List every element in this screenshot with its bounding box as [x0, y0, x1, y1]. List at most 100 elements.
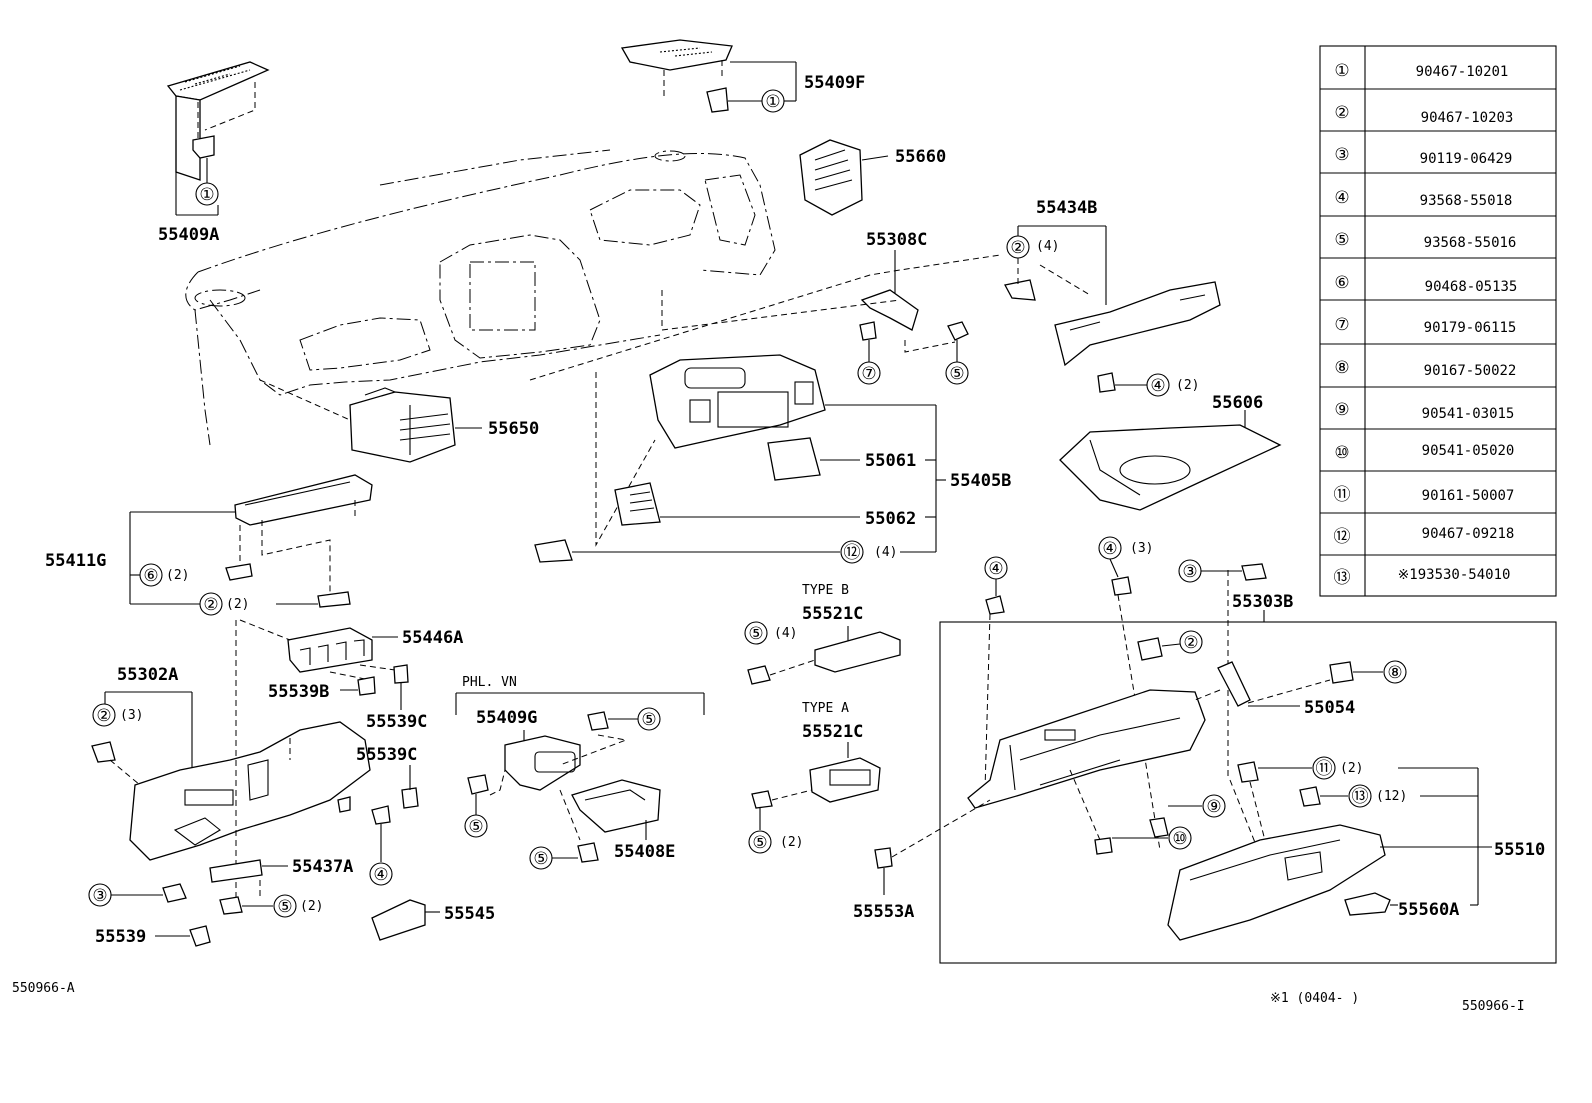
- table-part-8: 90167-50022: [1424, 363, 1517, 379]
- part-55606-group: 55606: [1059, 393, 1282, 511]
- callout-5-c: ⑤: [468, 817, 483, 837]
- callout-1-a: ①: [199, 185, 214, 205]
- callout-12: ⑫: [844, 543, 861, 563]
- callout-4-a-qty: (2): [1176, 378, 1199, 393]
- part-55411G-group: 55411G ⑥ (2) ② (2): [45, 474, 373, 616]
- callout-4-b: ④: [373, 865, 388, 885]
- callout-5-e: ⑤: [533, 849, 548, 869]
- callout-5-a: ⑤: [277, 897, 292, 917]
- callout-5-f-qty: (4): [774, 626, 797, 641]
- callout-2-b: ②: [203, 595, 218, 615]
- callout-13-qty: (12): [1376, 789, 1407, 804]
- callout-6-qty: (2): [166, 568, 189, 583]
- note-type-b: TYPE B: [802, 583, 849, 598]
- table-ref-5: ⑤: [1334, 230, 1349, 250]
- callout-5-f: ⑤: [748, 624, 763, 644]
- label-55409A: 55409A: [158, 225, 219, 245]
- callout-2-a: ②: [1010, 238, 1025, 258]
- label-55539C-b: 55539C: [356, 745, 417, 765]
- label-55553A: 55553A: [853, 902, 914, 922]
- table-ref-6: ⑥: [1334, 273, 1349, 293]
- table-part-10: 90541-05020: [1422, 443, 1515, 459]
- callout-5-a-qty: (2): [300, 899, 323, 914]
- callout-4-d: ④: [1102, 539, 1117, 559]
- table-part-7: 90179-06115: [1424, 320, 1517, 336]
- table-ref-13: ⑬: [1334, 568, 1351, 588]
- callout-11-qty: (2): [1340, 761, 1363, 776]
- table-ref-4: ④: [1334, 188, 1349, 208]
- table-part-3: 90119-06429: [1420, 151, 1513, 167]
- label-55521C-b: 55521C: [802, 604, 863, 624]
- table-part-2: 90467-10203: [1421, 110, 1514, 126]
- label-55308C: 55308C: [866, 230, 927, 250]
- table-ref-10: ⑩: [1334, 443, 1349, 463]
- callout-11: ⑪: [1316, 759, 1333, 779]
- ref-code-left: 550966-A: [12, 981, 75, 996]
- callout-3-a: ③: [92, 886, 107, 906]
- callout-5-g-qty: (2): [780, 835, 803, 850]
- callout-5-g: ⑤: [752, 833, 767, 853]
- label-55405B: 55405B: [950, 471, 1011, 491]
- callout-6: ⑥: [143, 566, 158, 586]
- part-55650-group: 55650: [259, 379, 539, 463]
- callout-5-d: ⑤: [949, 364, 964, 384]
- part-PHL-VN-group: PHL. VN 55409G ⑤ ⑤ ⑤ 55408E: [455, 675, 705, 870]
- table-ref-12: ⑫: [1334, 527, 1351, 547]
- label-55650: 55650: [488, 419, 539, 439]
- callout-9: ⑨: [1206, 797, 1221, 817]
- label-55446A: 55446A: [402, 628, 463, 648]
- label-55660: 55660: [895, 147, 946, 167]
- table-ref-7: ⑦: [1334, 315, 1349, 335]
- label-55539: 55539: [95, 927, 146, 947]
- table-part-13: ※193530-54010: [1398, 567, 1511, 583]
- label-55054: 55054: [1304, 698, 1355, 718]
- callout-2-c-qty: (3): [120, 708, 143, 723]
- part-55434B-group: 55434B ② (4) ④ (2): [1004, 198, 1221, 397]
- part-55308C-group: 55308C ⑦ ⑤: [529, 230, 1001, 385]
- callout-4-a: ④: [1150, 376, 1165, 396]
- table-ref-3: ③: [1334, 145, 1349, 165]
- part-55409A-group: ① 55409A: [158, 61, 270, 245]
- part-55660-group: 55660: [799, 139, 946, 216]
- label-55510: 55510: [1494, 840, 1545, 860]
- label-55521C-a: 55521C: [802, 722, 863, 742]
- callout-2-c: ②: [96, 706, 111, 726]
- table-ref-1: ①: [1334, 61, 1349, 81]
- label-55062: 55062: [865, 509, 916, 529]
- label-55437A: 55437A: [292, 857, 353, 877]
- table-part-9: 90541-03015: [1422, 406, 1515, 422]
- label-55409G: 55409G: [476, 708, 537, 728]
- part-55521C-group: TYPE B 55521C ⑤ (4) TYPE A 55521C ⑤ (2): [744, 583, 901, 854]
- label-55302A: 55302A: [117, 665, 178, 685]
- label-55539B: 55539B: [268, 682, 329, 702]
- callout-3-b: ③: [1182, 562, 1197, 582]
- table-part-5: 93568-55016: [1424, 235, 1517, 251]
- table-part-12: 90467-09218: [1422, 526, 1515, 542]
- callout-13: ⑬: [1352, 787, 1369, 807]
- table-ref-8: ⑧: [1334, 358, 1349, 378]
- label-55061: 55061: [865, 451, 916, 471]
- table-part-6: 90468-05135: [1425, 279, 1518, 295]
- label-55411G: 55411G: [45, 551, 106, 571]
- callout-7: ⑦: [861, 364, 876, 384]
- label-55606: 55606: [1212, 393, 1263, 413]
- parts-table: ① 90467-10201 ② 90467-10203 ③ 90119-0642…: [1319, 45, 1557, 597]
- table-ref-9: ⑨: [1334, 400, 1349, 420]
- table-ref-11: ⑪: [1334, 485, 1351, 505]
- callout-2-b-qty: (2): [226, 597, 249, 612]
- callout-4-c: ④: [988, 559, 1003, 579]
- callout-5-b: ⑤: [641, 710, 656, 730]
- ref-code-right: 550966-I: [1462, 999, 1525, 1014]
- callout-4-d-qty: (3): [1130, 541, 1153, 556]
- note-phl-vn: PHL. VN: [462, 675, 517, 690]
- label-55539C-a: 55539C: [366, 712, 427, 732]
- instrument-panel-outline: [185, 149, 776, 446]
- callout-8: ⑧: [1387, 663, 1402, 683]
- callout-12-qty: (4): [874, 545, 897, 560]
- label-55560A: 55560A: [1398, 900, 1459, 920]
- callout-1-b: ①: [765, 92, 780, 112]
- table-part-1: 90467-10201: [1416, 64, 1509, 80]
- table-part-11: 90161-50007: [1422, 488, 1515, 504]
